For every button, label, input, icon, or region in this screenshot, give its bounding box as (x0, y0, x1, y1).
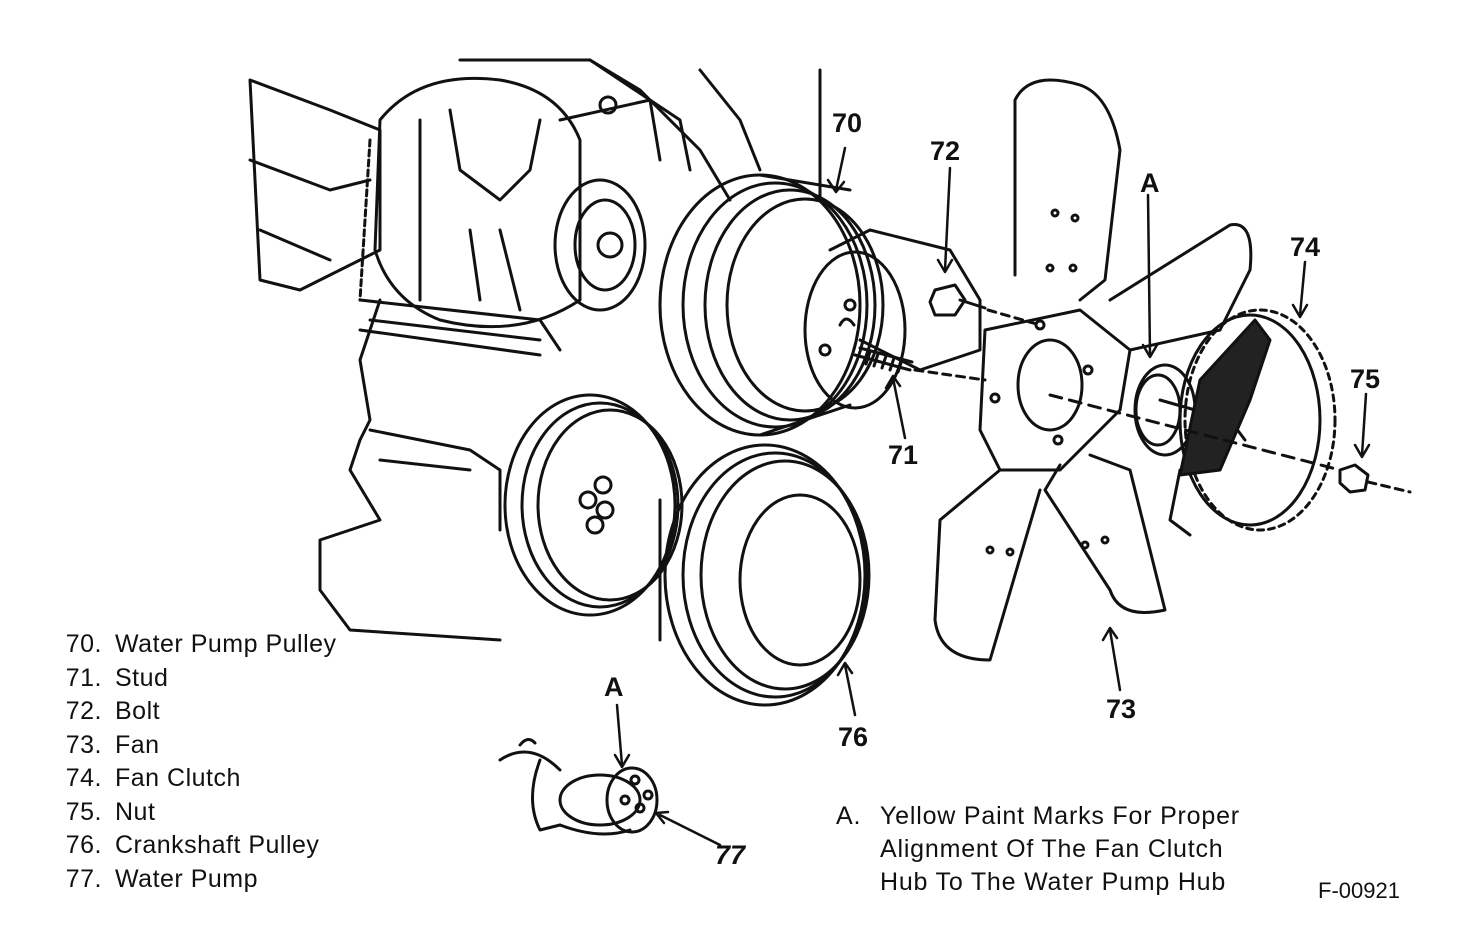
legend-label: Water Pump (115, 864, 259, 893)
legend-label: Nut (115, 797, 156, 826)
legend-label: Fan Clutch (115, 764, 241, 792)
fan-clutch-74 (1133, 308, 1337, 537)
callout-77: 77 (715, 840, 746, 870)
legend-number: 75. (65, 797, 102, 826)
note-line-1: A. Yellow Paint Marks For Proper (836, 800, 1240, 833)
callout-70: 70 (832, 108, 863, 138)
water-pump-pulley-70 (658, 173, 907, 437)
legend-number: 72. (65, 697, 102, 725)
legend-label: Water Pump Pulley (115, 630, 337, 658)
legend-item: 72. Bolt (44, 695, 337, 729)
callout-71: 71 (888, 440, 919, 470)
idler-pulley (503, 393, 684, 617)
legend-item: 74. Fan Clutch (44, 762, 337, 796)
stud-71 (853, 346, 987, 382)
legend-number: 74. (65, 764, 102, 792)
legend-number: 76. (65, 831, 102, 859)
alternator (358, 76, 662, 329)
crankshaft-pulley-76 (658, 443, 871, 707)
note-letter: A. (836, 802, 862, 830)
callout-76: 76 (838, 722, 869, 752)
legend-label: Bolt (115, 697, 161, 725)
fan-73 (933, 78, 1253, 662)
legend-number: 73. (65, 730, 102, 759)
legend-label: Crankshaft Pulley (115, 831, 320, 859)
engine-housing (248, 58, 822, 642)
callout-a-top: A (1140, 168, 1160, 198)
legend-number: 70. (65, 630, 102, 658)
legend-item: 77. Water Pump (44, 863, 337, 897)
note-text-1: Yellow Paint Marks For Proper (880, 802, 1240, 830)
callout-73: 73 (1106, 694, 1137, 724)
legend-number: 71. (65, 663, 102, 692)
note-line-2: Alignment Of The Fan Clutch (880, 835, 1224, 863)
legend-label: Fan (115, 730, 160, 759)
legend-item: 70. Water Pump Pulley (44, 628, 337, 662)
legend-number: 77. (65, 864, 102, 893)
inset-water-pump-77 (498, 703, 722, 847)
legend-item: 71. Stud (44, 662, 337, 696)
bolt-72 (928, 283, 1042, 327)
callout-a-inset: A (604, 672, 624, 702)
legend-item: 75. Nut (44, 796, 337, 830)
parts-legend: 70. Water Pump Pulley 71. Stud 72. Bolt 73.… (44, 628, 337, 896)
legend-item: 73. Fan (44, 729, 337, 763)
note-line-3: Hub To The Water Pump Hub (880, 868, 1227, 896)
callout-74: 74 (1290, 232, 1321, 262)
legend-label: Stud (115, 663, 169, 692)
nut-75 (1048, 393, 1412, 494)
note-a: A. Yellow Paint Marks For Proper Alignmen… (836, 800, 1240, 899)
legend-item: 76. Crankshaft Pulley (44, 829, 337, 863)
figure-id: F-00921 (1318, 878, 1400, 903)
callout-75: 75 (1350, 364, 1381, 394)
callout-72: 72 (930, 136, 961, 166)
leader-lines (826, 146, 1371, 717)
